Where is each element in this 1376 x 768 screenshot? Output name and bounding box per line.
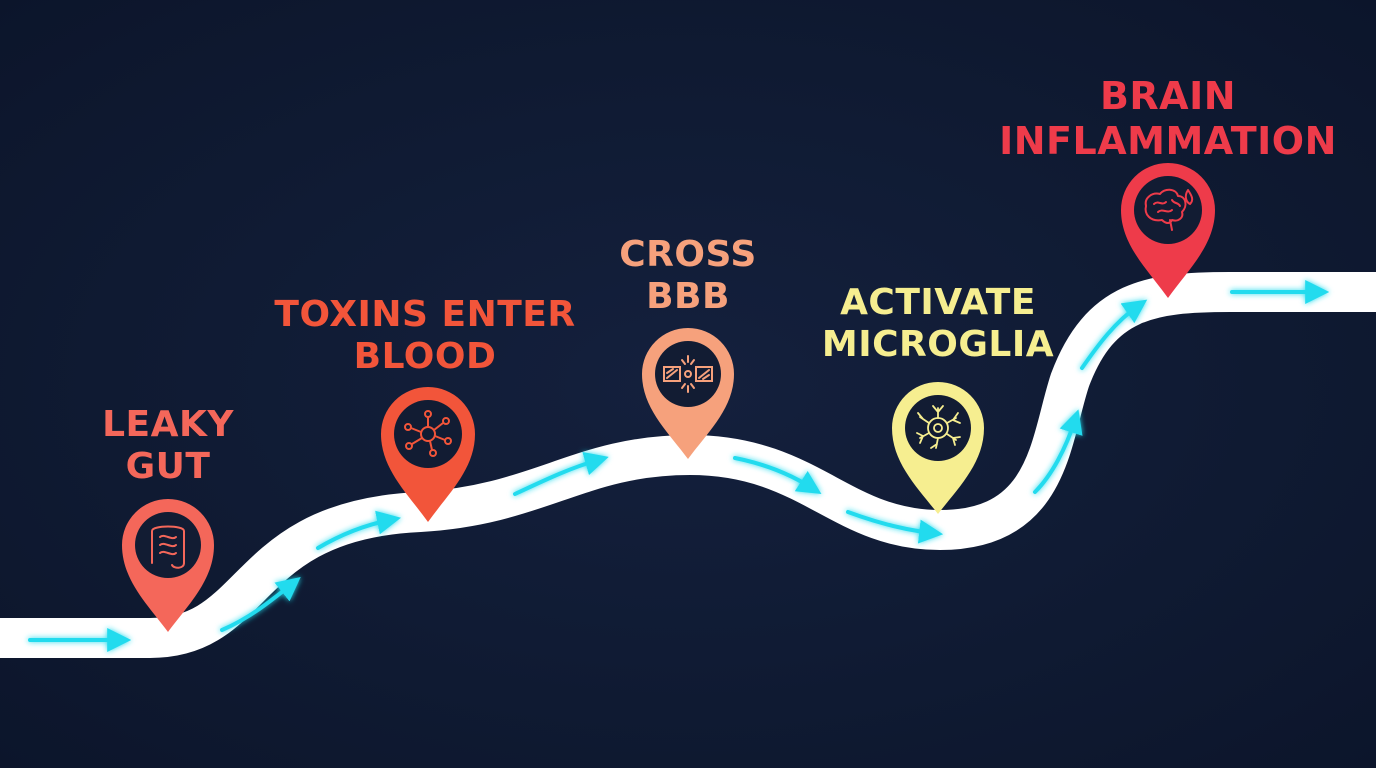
stage-label-line: TOXINS ENTER [274, 294, 576, 335]
stage-label-toxins: TOXINS ENTER BLOOD [274, 294, 575, 379]
stage-label-line: INFLAMMATION [999, 118, 1337, 163]
stage-label-line: BLOOD [353, 336, 497, 378]
flow-arrow [513, 451, 609, 496]
stage-label-leaky-gut: LEAKY GUT [102, 404, 234, 489]
stage-label-line: GUT [125, 446, 211, 488]
stage-label-line: BRAIN [1099, 74, 1237, 118]
stage-label-line: ACTIVATE [840, 282, 1036, 323]
stage-label-line: CROSS [619, 234, 757, 275]
stage-pin-brain [1121, 162, 1215, 299]
intestine-icon [151, 525, 185, 569]
flow-arrow [1033, 409, 1083, 494]
stage-pin-toxins [381, 386, 475, 522]
stage-label-microglia: ACTIVATE MICROGLIA [822, 282, 1054, 367]
pin-inner-circle [1134, 176, 1202, 244]
stage-pin-microglia [892, 382, 984, 514]
flow-arrow [846, 510, 944, 544]
flow-arrow [733, 456, 822, 495]
microglia-cell-icon [916, 405, 961, 449]
molecule-network-icon [404, 410, 452, 457]
stage-label-line: LEAKY [102, 404, 234, 445]
stage-label-cross-bbb: CROSS BBB [619, 234, 756, 319]
stage-label-line: MICROGLIA [821, 324, 1055, 366]
barrier-crossing-icon [663, 355, 713, 393]
stage-label-brain: BRAIN INFLAMMATION [999, 74, 1337, 164]
stage-pin-cross-bbb [642, 328, 734, 459]
stage-label-line: BBB [646, 276, 730, 318]
flow-arrow [1080, 299, 1148, 370]
pin-inner-circle [394, 400, 462, 468]
pin-inner-circle [905, 395, 971, 461]
flow-arrow [220, 577, 301, 632]
stage-pin-leaky-gut [122, 499, 214, 632]
inflamed-brain-icon [1144, 188, 1194, 231]
flow-arrow [316, 510, 401, 550]
flow-arrows [28, 280, 1330, 652]
pin-inner-circle [655, 341, 721, 407]
